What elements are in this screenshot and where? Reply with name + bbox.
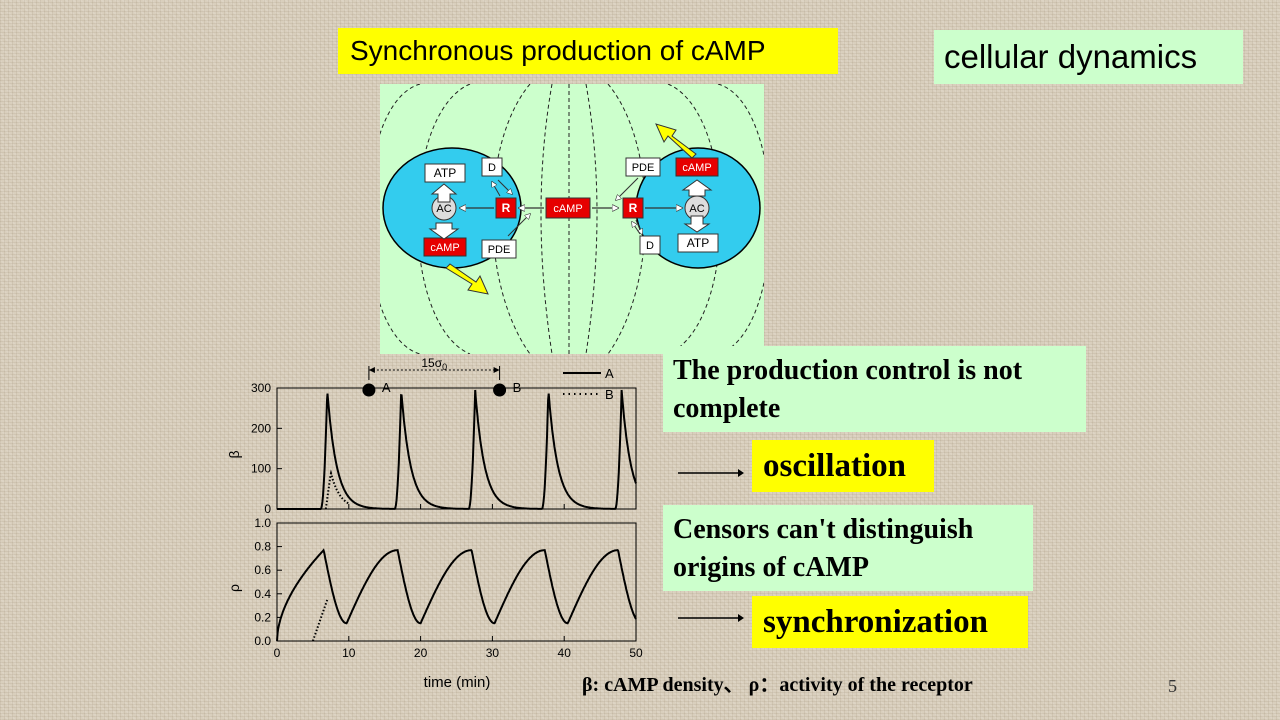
topic-tag: cellular dynamics xyxy=(934,30,1243,84)
left-d-box xyxy=(481,157,503,177)
legend-label-a: A xyxy=(605,366,614,381)
arrow-to-synchronization xyxy=(678,614,744,622)
interval-label: 15σ0 xyxy=(421,356,447,372)
left-receptor-label: R xyxy=(502,201,511,215)
left-outflow-arrow xyxy=(445,263,489,295)
rho-series-b xyxy=(311,599,329,642)
arrow-to-oscillation xyxy=(678,469,744,477)
note-production-control: The production control is not complete xyxy=(663,346,1086,432)
cell-diagram: ATP AC cAMP R D PDE cAMP cAMP AC ATP R P… xyxy=(380,84,764,354)
right-atp-box xyxy=(677,233,719,253)
right-receptor-label: R xyxy=(629,201,638,215)
left-pde-box xyxy=(481,239,517,259)
right-d-box xyxy=(639,235,661,255)
x-tick-label: 50 xyxy=(629,646,643,660)
beta-plot-frame xyxy=(276,387,637,510)
right-pde-arrow xyxy=(616,177,639,200)
slide-title: Synchronous production of cAMP xyxy=(338,28,838,74)
field-lines xyxy=(380,84,764,354)
x-tick-label: 0 xyxy=(274,646,281,660)
left-r-d-arrow xyxy=(492,182,501,197)
right-d-label: D xyxy=(646,240,654,252)
marker-label-a: A xyxy=(382,380,391,395)
beta-tick-label: 0 xyxy=(264,502,271,516)
right-ac-camp-arrow xyxy=(681,179,713,197)
left-d-r-arrow xyxy=(497,179,512,194)
left-pde-arrow xyxy=(507,214,530,237)
rho-plot-frame xyxy=(276,522,637,642)
right-pde-label: PDE xyxy=(632,162,655,174)
rho-tick-label: 0.0 xyxy=(254,634,271,648)
beta-tick-label: 200 xyxy=(251,421,271,435)
left-atp-box xyxy=(424,163,466,183)
right-pde-box xyxy=(625,157,661,177)
beta-axis-label: β xyxy=(226,450,242,458)
center-camp-label: cAMP xyxy=(553,203,582,215)
right-atp-ac-arrow xyxy=(683,215,711,233)
beta-series-a xyxy=(277,389,637,510)
left-atp-label: ATP xyxy=(434,166,456,180)
right-receptor xyxy=(622,197,644,219)
left-ac-camp-arrow xyxy=(428,222,460,240)
left-ac-label: AC xyxy=(436,203,451,215)
result-oscillation: oscillation xyxy=(752,440,934,492)
interval-arrow-left xyxy=(368,367,375,373)
right-camp-box xyxy=(675,157,719,177)
rho-axis-label: ρ xyxy=(226,584,242,592)
center-camp-box xyxy=(545,197,591,219)
left-d-label: D xyxy=(488,162,496,174)
right-outflow-arrow xyxy=(655,123,697,159)
x-tick-label: 20 xyxy=(414,646,428,660)
page-number: 5 xyxy=(1168,676,1177,696)
x-tick-label: 10 xyxy=(342,646,356,660)
rho-tick-label: 1.0 xyxy=(254,516,271,530)
rho-tick-label: 0.6 xyxy=(254,563,271,577)
legend-label-b: B xyxy=(605,387,614,402)
time-axis-label: time (min) xyxy=(424,674,491,691)
left-camp-label: cAMP xyxy=(430,242,459,254)
marker-b xyxy=(493,383,507,397)
result-synchronization: synchronization xyxy=(752,596,1028,648)
rho-tick-label: 0.2 xyxy=(254,610,271,624)
marker-label-b: B xyxy=(513,380,522,395)
interval-arrow-right xyxy=(493,367,500,373)
left-pde-label: PDE xyxy=(488,244,511,256)
marker-a xyxy=(362,383,376,397)
x-tick-label: 40 xyxy=(558,646,572,660)
note-censors: Censors can't distinguish origins of cAM… xyxy=(663,505,1033,591)
right-ac-label: AC xyxy=(689,203,704,215)
beta-tick-label: 100 xyxy=(251,462,271,476)
beta-series-b xyxy=(324,469,349,510)
variable-legend: β: cAMP density、 ρ：activity of the recep… xyxy=(582,674,973,696)
right-d-r-arrow xyxy=(632,222,641,235)
right-atp-label: ATP xyxy=(687,236,709,250)
left-receptor xyxy=(495,197,517,219)
left-atp-ac-arrow xyxy=(430,183,458,203)
rho-tick-label: 0.4 xyxy=(254,587,271,601)
rho-tick-label: 0.8 xyxy=(254,540,271,554)
rho-series-a xyxy=(276,548,637,642)
beta-tick-label: 300 xyxy=(251,381,271,395)
x-tick-label: 30 xyxy=(486,646,500,660)
right-camp-label: cAMP xyxy=(682,162,711,174)
